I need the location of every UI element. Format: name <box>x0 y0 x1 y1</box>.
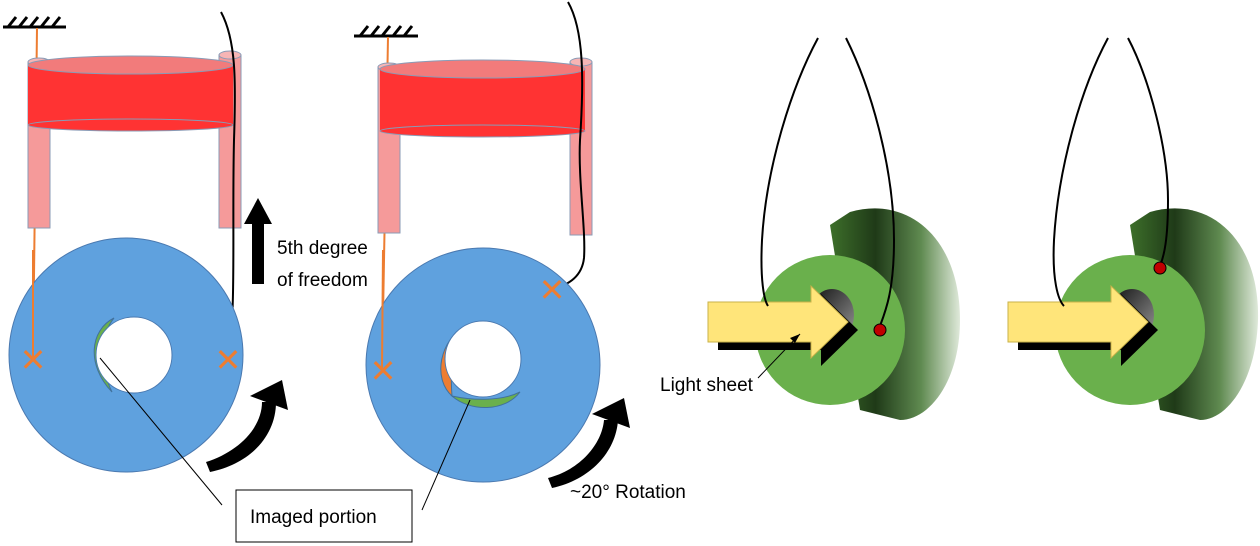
panel-4-light-sheet <box>1007 37 1259 420</box>
imaged-portion-label: Imaged portion <box>250 507 377 528</box>
rotation-arrow-icon-1 <box>206 380 288 472</box>
up-arrow-icon <box>244 198 272 284</box>
suspension-string-left-2-lower <box>381 249 384 371</box>
dof-label-line2: of freedom <box>277 270 368 291</box>
imaged-portion-pointer-1 <box>99 357 223 506</box>
panel-2-after-rotation: ✕ ✕ ~20° Rotation <box>354 1 686 511</box>
cable-left-3 <box>760 37 819 307</box>
blue-disk-2 <box>365 247 601 483</box>
rotation-arrow-icon-2 <box>548 398 630 488</box>
imaged-portion-callout: Imaged portion <box>235 489 413 543</box>
camera-cable-2 <box>551 1 586 291</box>
light-sheet-arrow-icon-2 <box>1007 284 1158 366</box>
attachment-dot-4 <box>1153 261 1167 275</box>
attachment-mark-left-icon-2: ✕ <box>370 352 397 390</box>
light-sheet-label: Light sheet <box>660 375 754 396</box>
blue-disk <box>8 237 244 473</box>
rotation-label: ~20° Rotation <box>570 482 686 503</box>
cable-left-4 <box>1052 37 1109 307</box>
cable-right-3 <box>845 37 896 327</box>
light-sheet-arrow-icon <box>707 284 858 366</box>
frame-red-cylinder <box>27 55 234 132</box>
attachment-mark-right-icon: ✕ <box>215 341 242 379</box>
imaged-portion-pointer-2 <box>421 399 471 511</box>
light-sheet-pointer <box>757 333 801 379</box>
cable-right-4 <box>1127 37 1170 267</box>
ceiling-mount-icon <box>3 16 66 29</box>
attachment-mark-left-icon: ✕ <box>20 341 47 379</box>
panel-3-light-sheet: Light sheet <box>660 37 960 420</box>
pointer-head-icon <box>790 334 800 343</box>
panel-1-before-rotation: ✕ ✕ 5th degree of freedom <box>3 11 368 506</box>
dof-label-line1: 5th degree <box>277 238 368 259</box>
ceiling-mount-icon-2 <box>354 25 418 38</box>
frame-red-cylinder-2 <box>379 59 586 138</box>
attachment-dot-3 <box>873 323 887 337</box>
attachment-mark-top-icon-2: ✕ <box>539 271 566 309</box>
